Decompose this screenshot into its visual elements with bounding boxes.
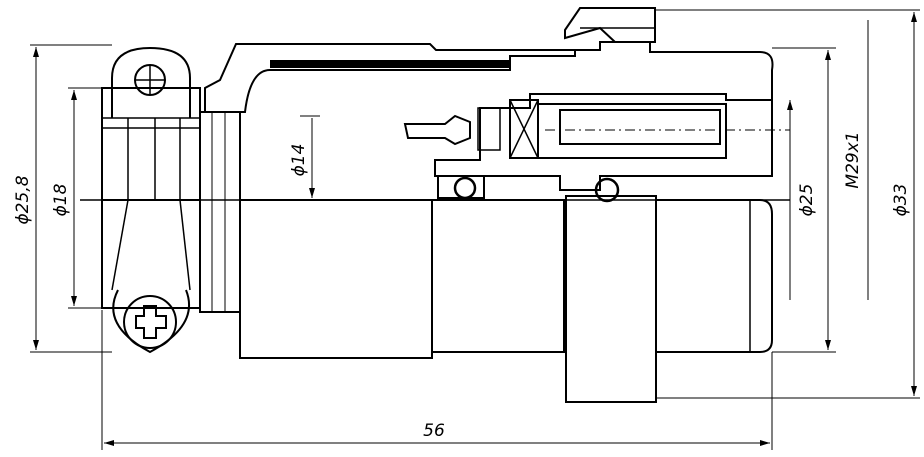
dimension-d18 xyxy=(68,87,112,309)
dimension-d14 xyxy=(300,115,320,198)
dim-label-d18: ϕ18 xyxy=(51,183,71,216)
contact-insert xyxy=(403,99,790,159)
dim-label-d14: ϕ14 xyxy=(289,144,309,177)
dim-label-d33: ϕ33 xyxy=(891,184,911,217)
dimension-d33 xyxy=(656,9,920,399)
cable-clamp xyxy=(101,46,201,354)
dim-label-m29: M29x1 xyxy=(843,131,863,188)
dim-label-d25: ϕ25 xyxy=(797,184,817,217)
cable-sleeve xyxy=(199,111,241,313)
knurled-body xyxy=(239,199,565,359)
dim-label-d25-8: ϕ25,8 xyxy=(13,175,33,224)
dimension-m29 xyxy=(772,47,836,353)
dim-label-length-56: 56 xyxy=(423,421,445,441)
ball-bearings xyxy=(437,175,620,203)
dimension-length-56 xyxy=(101,310,773,450)
housing-section xyxy=(204,7,774,191)
dimension-d25-8 xyxy=(30,44,112,353)
knurled-coupling-nut xyxy=(565,195,773,403)
